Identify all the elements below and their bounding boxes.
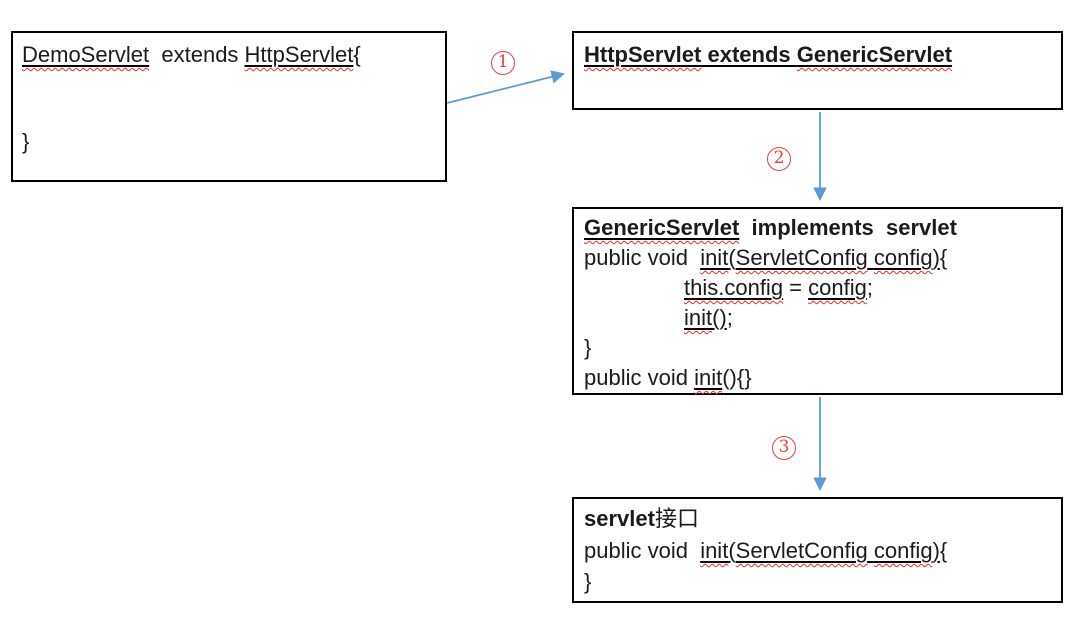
code-line: } — [22, 129, 30, 154]
arrow-demoservlet-to-httpservlet — [446, 70, 565, 104]
code-line: } — [584, 569, 592, 594]
code-line: public void init(){} — [584, 365, 752, 390]
code-line — [22, 98, 436, 127]
code-line: GenericServlet implements servlet — [584, 215, 957, 240]
genericservlet-class-box: GenericServlet implements servlet public … — [572, 207, 1063, 395]
httpservlet-code: HttpServlet extends GenericServlet — [574, 33, 1061, 77]
code-line: init(); — [684, 305, 733, 330]
code-line: } — [584, 335, 592, 360]
demoservlet-code: DemoServlet extends HttpServlet{ } — [13, 33, 445, 163]
code-line: DemoServlet extends HttpServlet{ — [22, 42, 361, 67]
code-line — [22, 69, 436, 98]
genericservlet-code: GenericServlet implements servlet public … — [574, 209, 1061, 397]
code-line: public void init(ServletConfig config){ — [584, 245, 948, 270]
code-line: servlet接口 — [584, 506, 699, 532]
code-line: public void init(ServletConfig config){ — [584, 538, 948, 563]
code-line: HttpServlet extends GenericServlet — [584, 42, 953, 67]
step-3-badge: 3 — [772, 436, 796, 460]
step-2-badge: 2 — [767, 147, 791, 171]
httpservlet-class-box: HttpServlet extends GenericServlet — [572, 31, 1063, 110]
servlet-interface-code: servlet接口 public void init(ServletConfig … — [574, 499, 1061, 601]
code-line: this.config = config; — [684, 275, 873, 300]
demoservlet-class-box: DemoServlet extends HttpServlet{ } — [11, 31, 447, 182]
step-1-badge: 1 — [491, 51, 515, 75]
servlet-interface-box: servlet接口 public void init(ServletConfig … — [572, 497, 1063, 603]
